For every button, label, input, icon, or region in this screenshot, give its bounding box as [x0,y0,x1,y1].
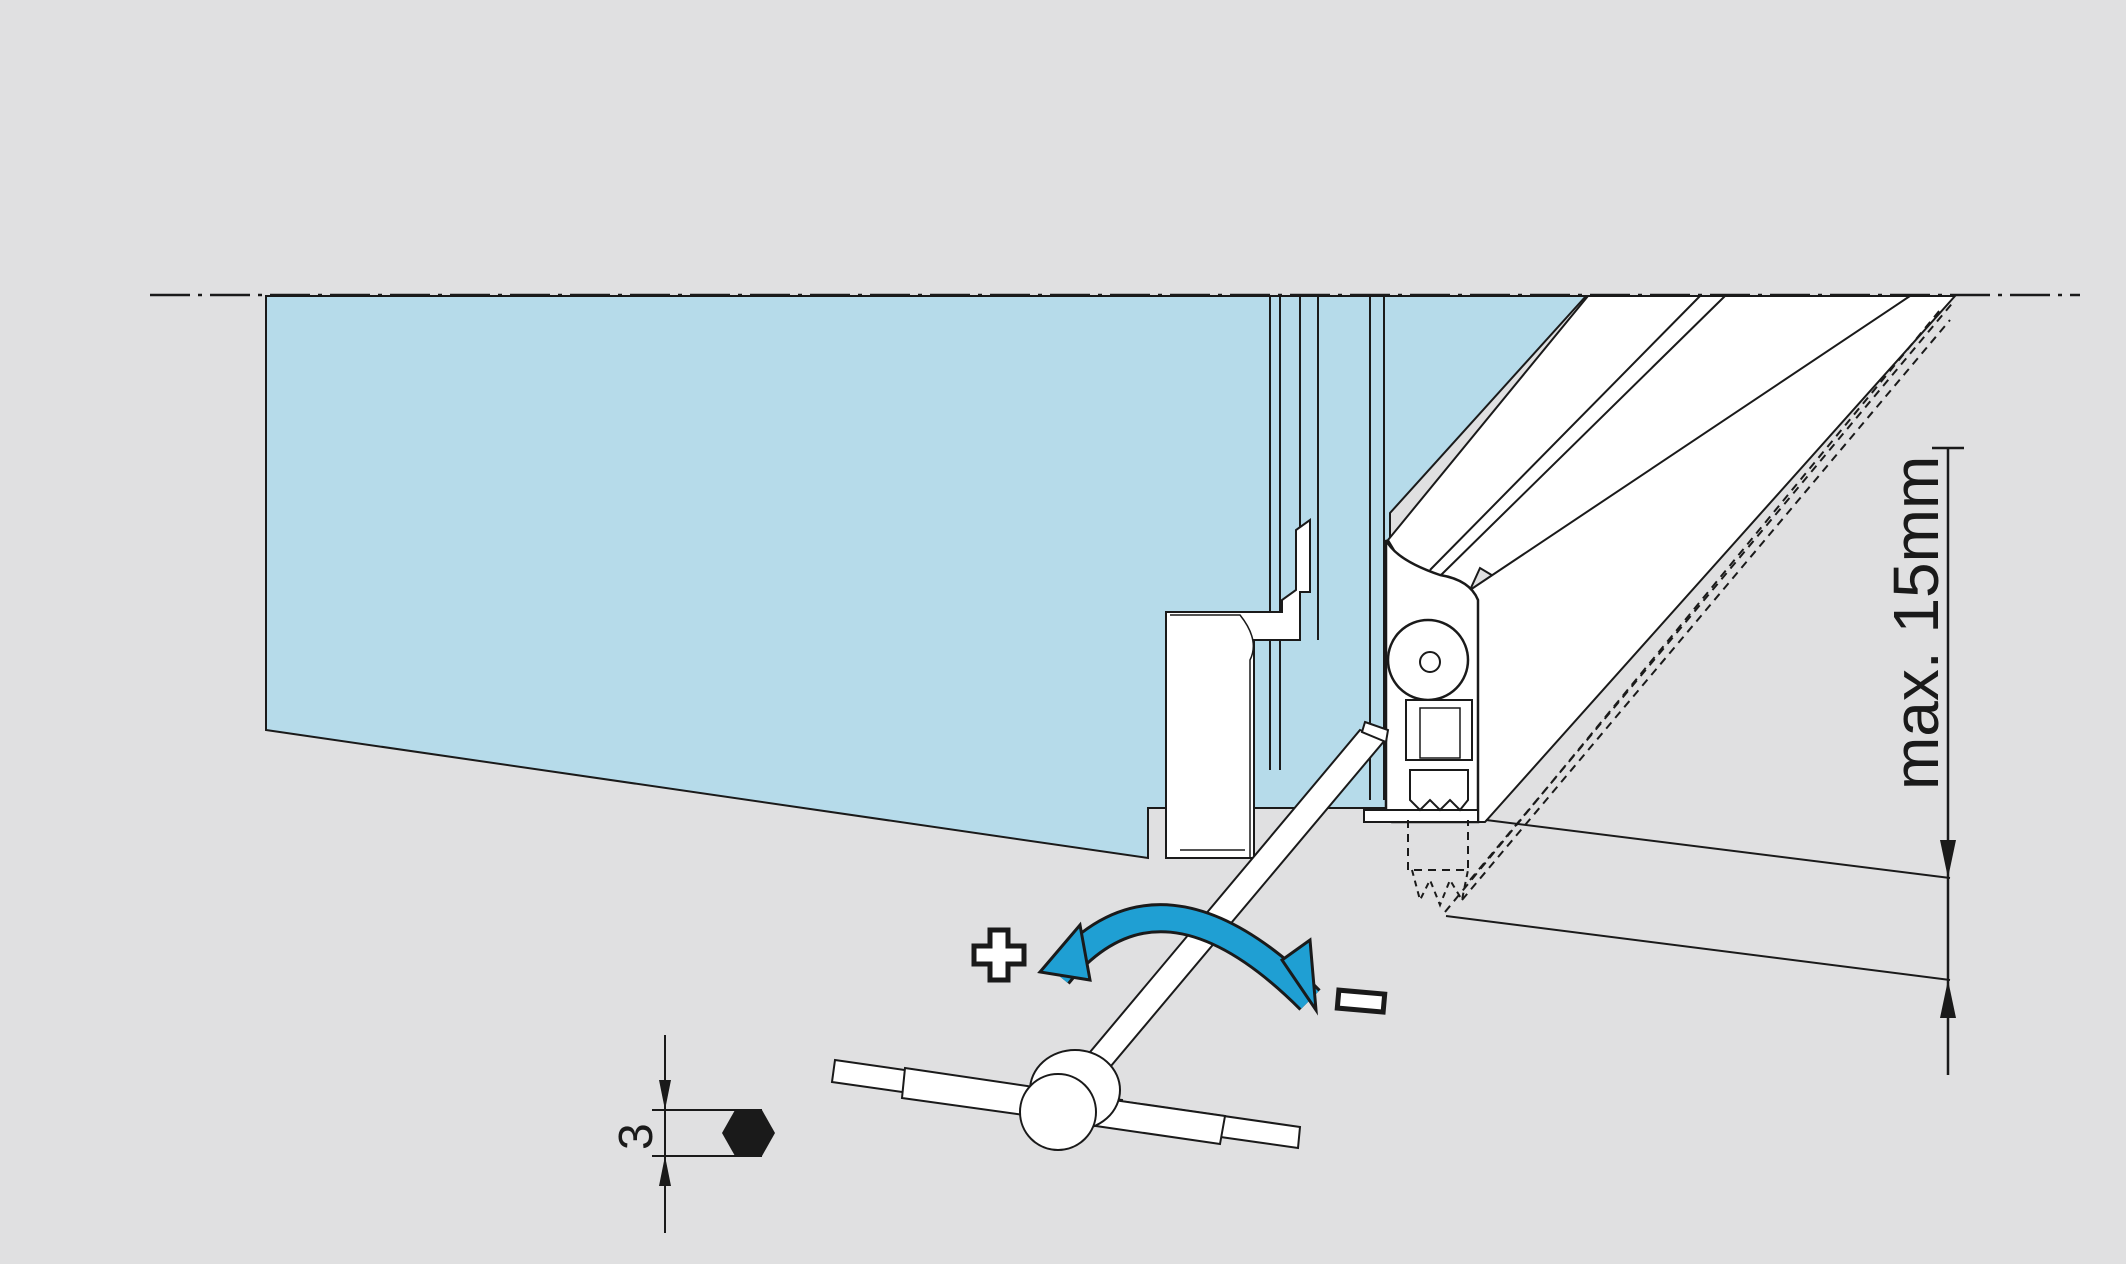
rotation-arrow [1037,903,1321,1016]
dimension-arrow-top [1940,840,1956,878]
hex-key-tool [830,720,1390,1151]
dimension-annotation: max. 15mm [1445,446,1964,1075]
dimension-arrow-bottom [1940,980,1956,1018]
arrow-head-left [1037,921,1092,982]
door-bottom-seal [1363,295,1958,913]
glass-door-panel [265,295,1589,860]
hex-size-indicator: 3 [610,1035,775,1233]
arrow-head-right [1279,937,1318,1016]
minus-icon [1334,987,1388,1015]
hex-size-label: 3 [610,1123,663,1150]
plus-icon [971,927,1027,983]
curved-double-arrow-icon [1048,906,1319,1009]
max-dimension-label: max. 15mm [1880,456,1952,790]
hexagon-icon [722,1110,775,1156]
